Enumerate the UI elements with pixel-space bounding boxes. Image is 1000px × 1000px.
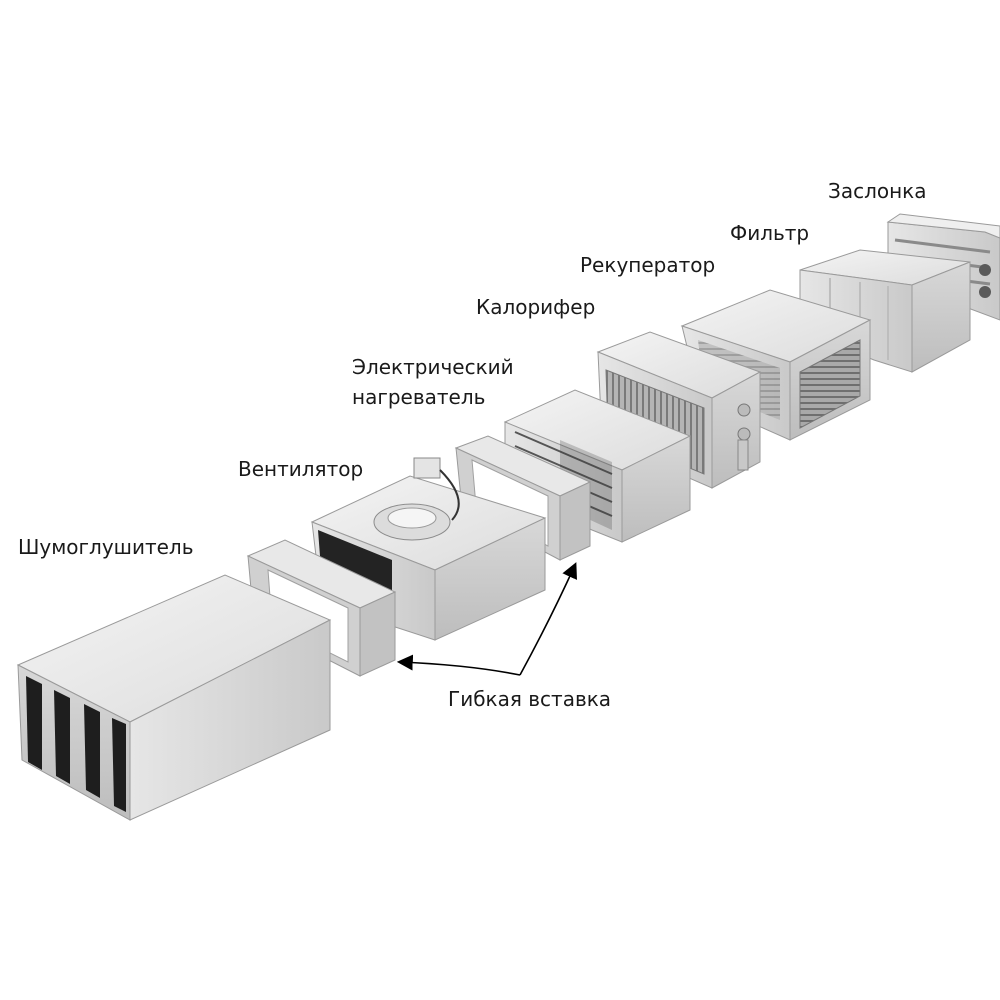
label-filter: Фильтр <box>730 221 810 245</box>
label-fan: Вентилятор <box>238 457 364 481</box>
arrow-to-connector-2 <box>519 562 577 676</box>
flexible-connector-arrows <box>396 562 577 676</box>
silencer-illustration <box>16 574 332 821</box>
label-electric-heater-line2: нагреватель <box>352 385 486 409</box>
label-electric-heater-line1: Электрический <box>352 355 514 379</box>
label-silencer: Шумоглушитель <box>18 535 194 559</box>
arrow-to-connector-1 <box>396 654 521 676</box>
fan-illustration <box>310 457 547 641</box>
label-recuperator: Рекуператор <box>580 253 716 277</box>
label-damper: Заслонка <box>828 179 927 203</box>
label-water-heater: Калорифер <box>476 295 596 319</box>
label-flexible-connector: Гибкая вставка <box>448 687 612 711</box>
